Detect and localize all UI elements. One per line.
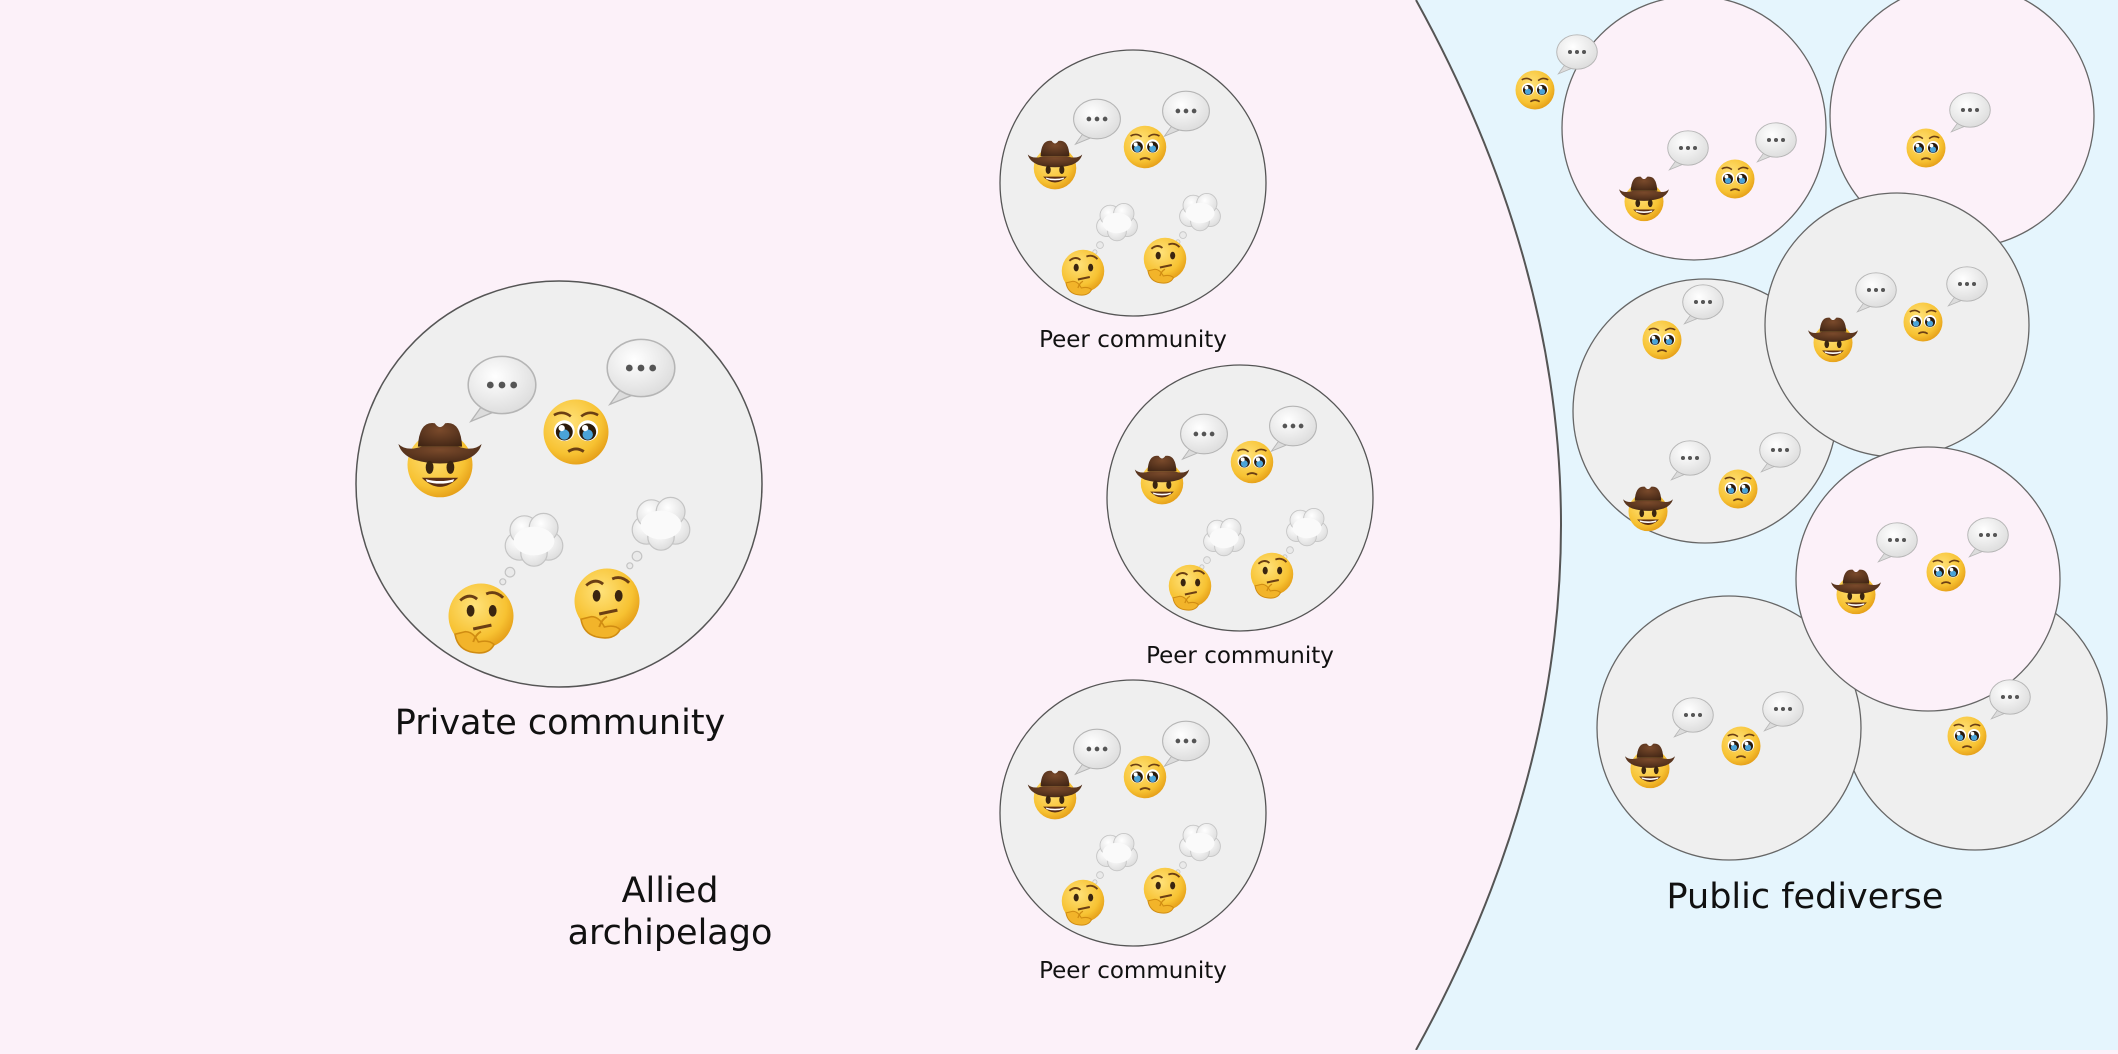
pleading-face-icon <box>1514 69 1556 111</box>
allied-archipelago-label: Allied archipelago <box>540 870 800 954</box>
fediverse-community <box>1596 595 1862 861</box>
fediverse-community <box>1764 192 2030 458</box>
pleading-face-icon <box>1925 551 1967 593</box>
fediverse-boundary <box>1415 0 1562 1051</box>
peer-community-label: Peer community <box>1039 958 1227 984</box>
pleading-face-icon <box>1902 301 1944 343</box>
pleading-face-icon <box>542 398 610 466</box>
public-fediverse-label: Public fediverse <box>1666 877 1944 917</box>
pleading-face-icon <box>1122 754 1168 800</box>
pleading-face-icon <box>1641 319 1683 361</box>
pleading-face-icon <box>1946 715 1988 757</box>
pleading-face-icon <box>1905 127 1947 169</box>
peer-community-label: Peer community <box>1039 327 1227 353</box>
pleading-face-icon <box>1720 725 1762 767</box>
pleading-face-icon <box>1714 158 1756 200</box>
private-community-label: Private community <box>394 703 726 743</box>
allied-archipelago-line: archipelago <box>567 913 773 953</box>
allied-archipelago-line: Allied <box>621 871 719 911</box>
pleading-face-icon <box>1229 439 1275 485</box>
pleading-face-icon <box>1122 124 1168 170</box>
peer-community-label: Peer community <box>1146 643 1334 669</box>
pleading-face-icon <box>1717 468 1759 510</box>
